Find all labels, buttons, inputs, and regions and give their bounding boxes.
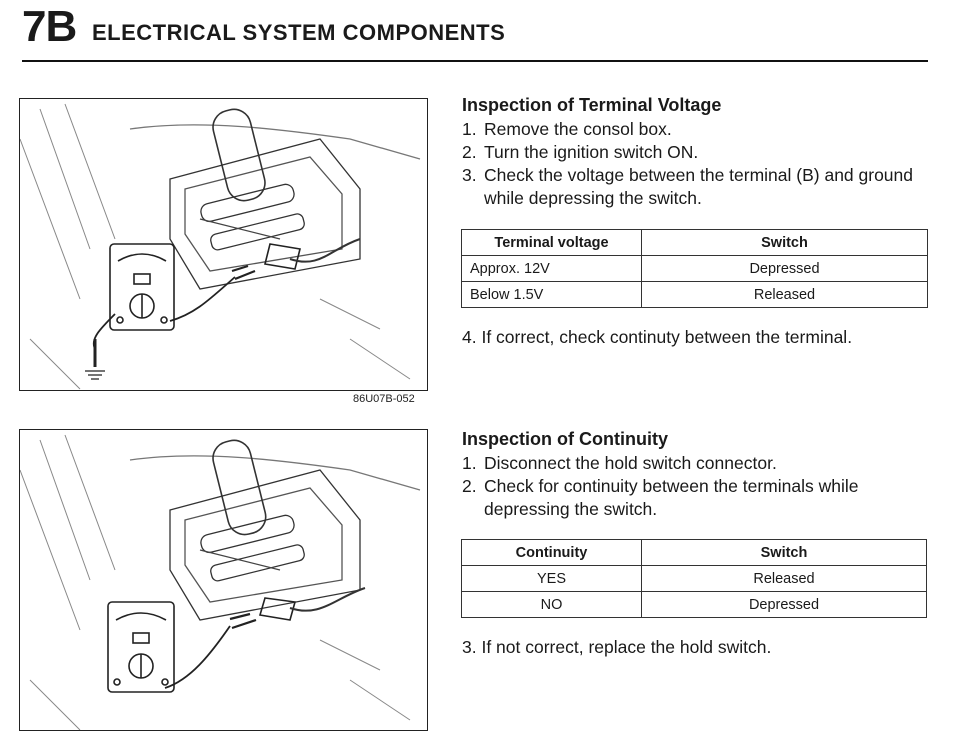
table-row: YES Released [461,565,927,592]
section-code: 7B [22,2,77,51]
column-header: Terminal voltage [461,229,642,256]
table-cell: YES [461,565,642,592]
table-cell: NO [461,591,642,618]
table-row: Below 1.5V Released [461,281,928,308]
continuity-followup: 3. If not correct, replace the hold swit… [462,637,772,657]
table-cell: Released [641,281,928,308]
figure-code: 86U07B-052 [353,393,415,405]
terminal-voltage-steps: 1.Remove the consol box. 2.Turn the igni… [462,118,932,210]
list-item: 1.Disconnect the hold switch connector. [462,453,777,473]
continuity-steps: 1.Disconnect the hold switch connector. … [462,452,932,521]
continuity-table: Continuity Switch YES Released NO Depres… [461,539,927,618]
terminal-voltage-heading: Inspection of Terminal Voltage [462,95,722,115]
list-item: 2.Turn the ignition switch ON. [462,142,699,162]
figure-terminal-voltage [19,98,428,391]
table-cell: Depressed [641,255,928,282]
table-header-row: Terminal voltage Switch [461,229,928,256]
continuity-heading: Inspection of Continuity [462,429,668,449]
page-header: 7B ELECTRICAL SYSTEM COMPONENTS [22,2,928,62]
table-row: NO Depressed [461,591,927,618]
table-cell: Released [641,565,927,592]
column-header: Switch [641,229,928,256]
table-cell: Depressed [641,591,927,618]
list-item: 3.Check the voltage between the terminal… [462,165,914,208]
figure-continuity [19,429,428,731]
table-cell: Approx. 12V [461,255,642,282]
list-item: 2.Check for continuity between the termi… [462,476,859,519]
ohmmeter-console-illustration [20,434,421,730]
column-header: Switch [641,539,927,566]
column-header: Continuity [461,539,642,566]
terminal-voltage-table: Terminal voltage Switch Approx. 12V Depr… [461,229,928,308]
section-title: ELECTRICAL SYSTEM COMPONENTS [92,20,506,45]
table-header-row: Continuity Switch [461,539,927,566]
list-item: 1.Remove the consol box. [462,119,672,139]
table-row: Approx. 12V Depressed [461,255,928,282]
voltmeter-console-illustration [20,103,421,390]
terminal-voltage-followup: 4. If correct, check continuty between t… [462,327,853,347]
table-cell: Below 1.5V [461,281,642,308]
